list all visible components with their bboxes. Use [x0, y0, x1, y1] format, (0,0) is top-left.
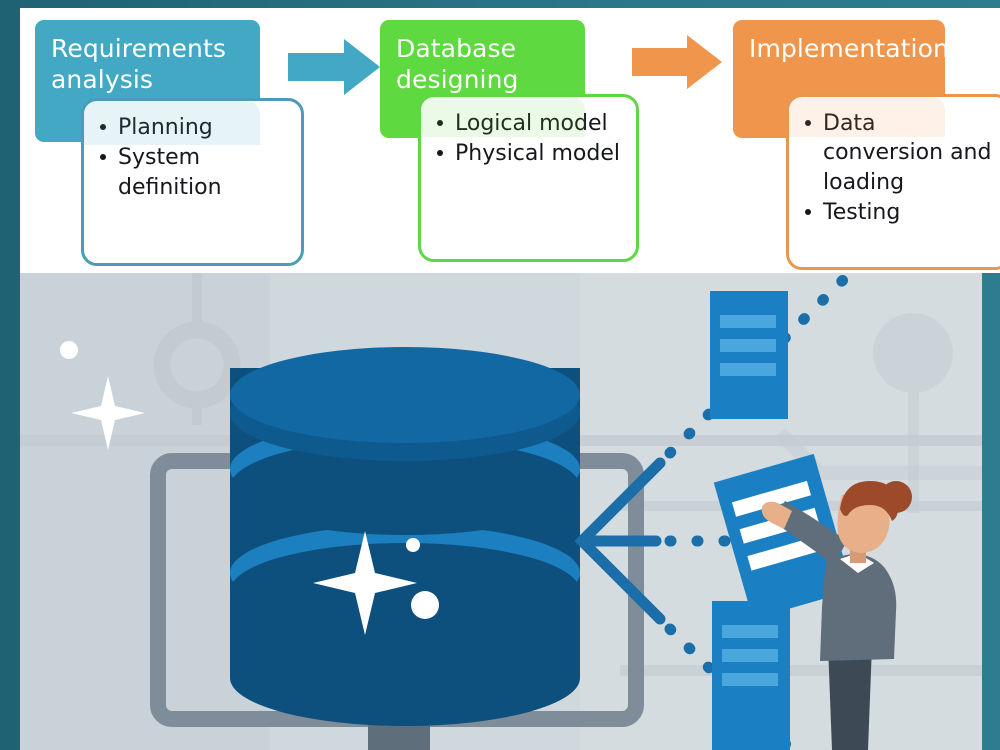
illustration-svg: [20, 273, 982, 750]
stage-list-implementation: Data conversion and loading Testing: [803, 109, 996, 227]
process-diagram-panel: Requirements analysis Planning System de…: [20, 8, 1000, 273]
stage-body-requirements-analysis: Planning System definition: [81, 98, 304, 266]
document-bottom: [712, 601, 790, 750]
list-item: Data conversion and loading: [803, 109, 996, 197]
decor-ring-left: [153, 273, 241, 425]
list-item: Planning: [98, 113, 289, 142]
sparkle-icons: [60, 341, 439, 635]
list-item: Physical model: [435, 139, 624, 168]
document-top: [710, 291, 788, 419]
background-rule-3: [620, 665, 982, 676]
decor-ring-right: [873, 313, 953, 513]
arrow-1-icon: [288, 39, 380, 99]
stage-body-database-designing: Logical model Physical model: [418, 94, 639, 262]
stage-list-requirements-analysis: Planning System definition: [98, 113, 289, 202]
list-item: Testing: [803, 198, 996, 227]
sparkle-dot-small: [60, 341, 78, 359]
person-figure: [761, 481, 912, 750]
stage-list-database-designing: Logical model Physical model: [435, 109, 624, 169]
stage-body-implementation: Data conversion and loading Testing: [786, 94, 1000, 270]
list-item: Logical model: [435, 109, 624, 138]
arrow-2-icon: [632, 35, 722, 93]
sparkle-dot-medium: [411, 591, 439, 619]
sparkle-dot-tiny: [406, 538, 420, 552]
chevron-arrow-icon: [574, 457, 666, 625]
list-item: System definition: [98, 143, 289, 202]
database-cylinder: [230, 347, 580, 726]
right-frame-edge: [982, 273, 1000, 750]
database-illustration: [20, 273, 982, 750]
